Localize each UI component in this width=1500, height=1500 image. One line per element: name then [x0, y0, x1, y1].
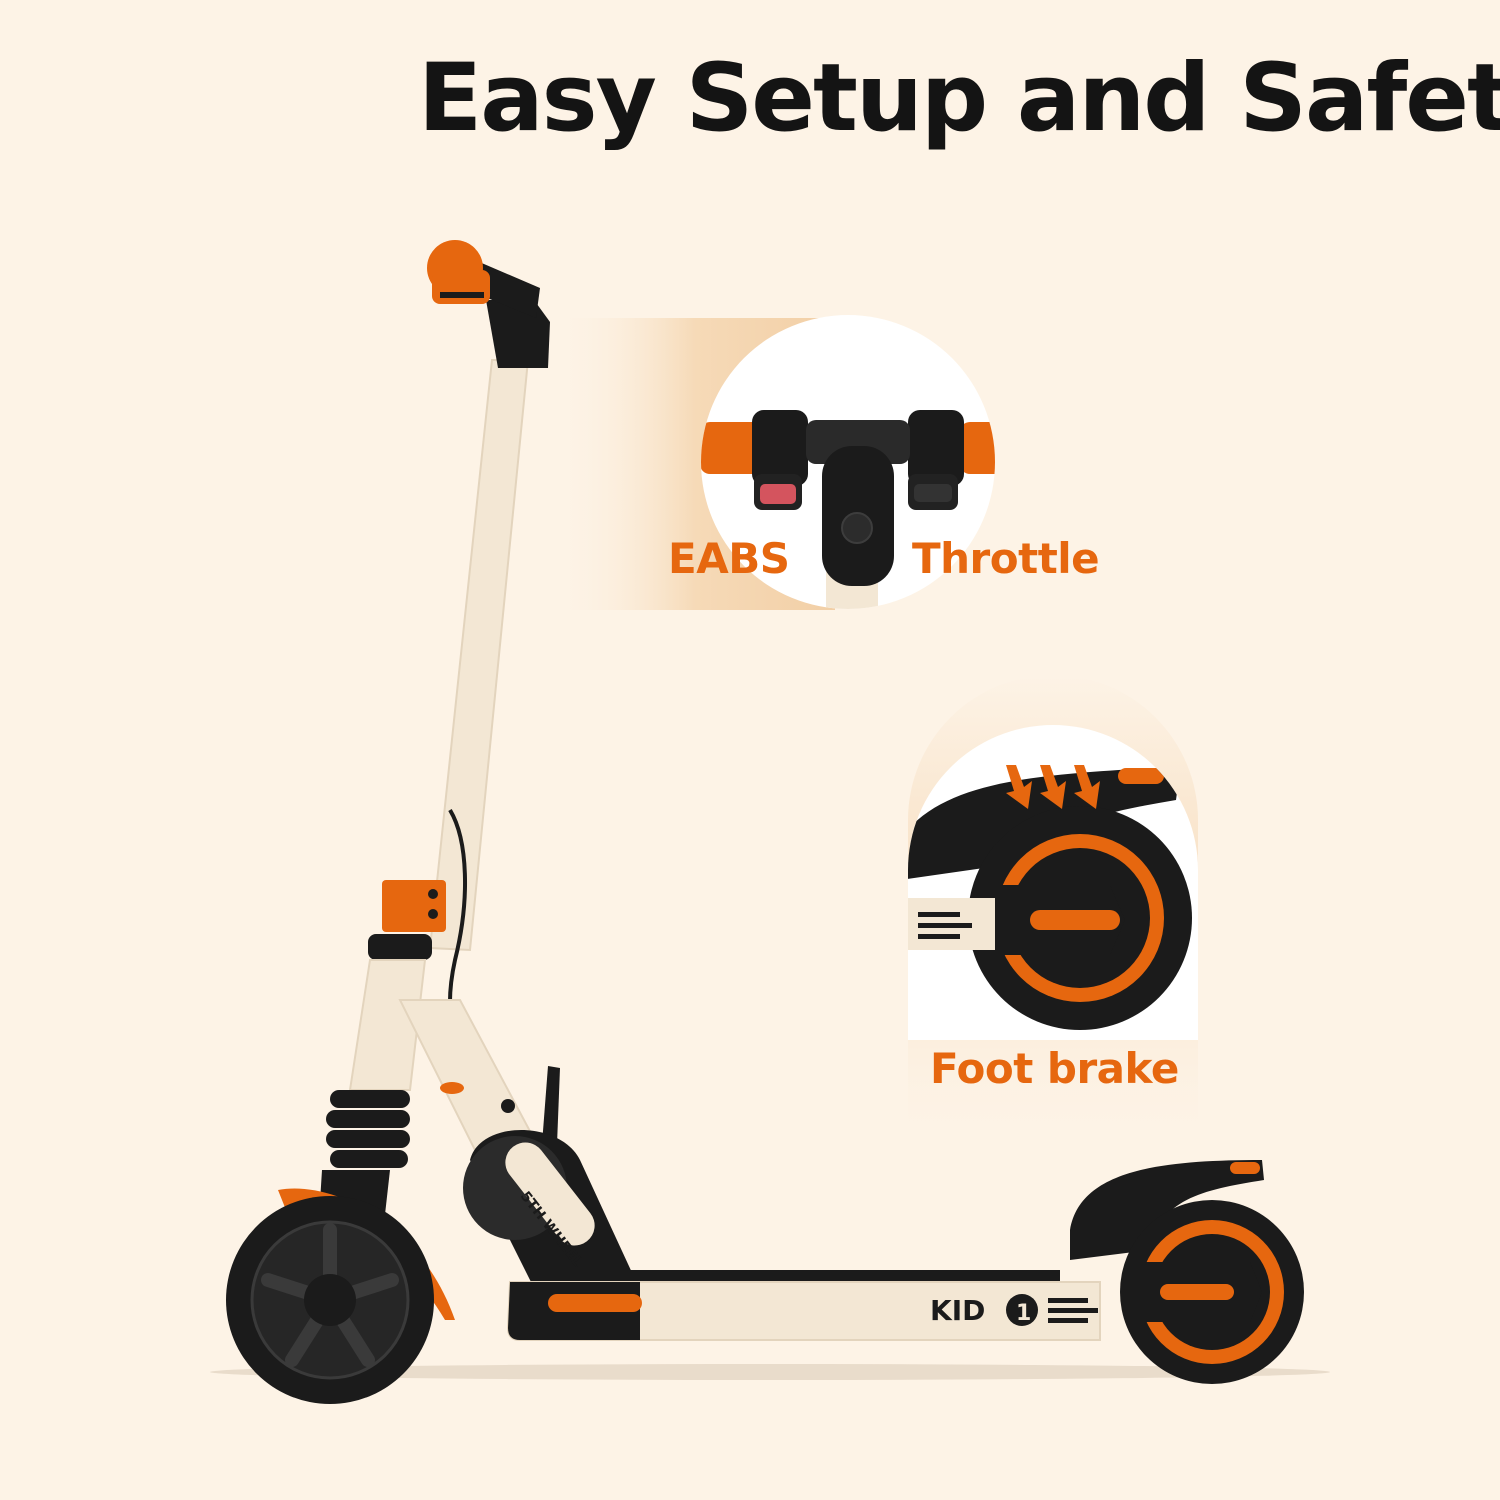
eabs-label: EABS: [668, 534, 790, 583]
foot-brake-label: Foot brake: [930, 1044, 1179, 1093]
page-title: Easy Setup and Safety: [418, 44, 1500, 153]
deck-model-text: KID: [930, 1294, 985, 1327]
scooter: 5TH WHEEL KID 1: [210, 240, 1330, 1404]
handlebar-zoom: [701, 315, 995, 609]
press-arrows-icon: [1006, 765, 1100, 809]
throttle-label: Throttle: [912, 534, 1100, 583]
deck-model-number: 1: [1016, 1301, 1031, 1326]
foot-brake-zoom: [908, 725, 1198, 1040]
